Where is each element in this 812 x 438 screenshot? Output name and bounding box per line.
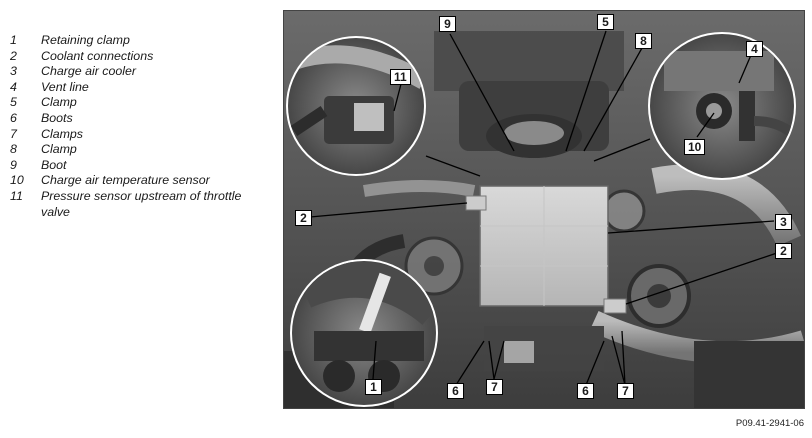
legend-row: 1 Retaining clamp xyxy=(10,33,270,49)
callout-2-left: 2 xyxy=(295,210,312,226)
legend-text: Vent line xyxy=(41,79,89,94)
figure-reference: P09.41-2941-06 xyxy=(735,418,804,429)
legend-row: 2 Coolant connections xyxy=(10,49,270,65)
legend-text: Retaining clamp xyxy=(41,33,130,47)
callout-10: 10 xyxy=(684,139,706,155)
legend-row: 9 Boot xyxy=(10,158,270,174)
legend-number: 3 xyxy=(10,64,17,79)
callout-11: 11 xyxy=(390,69,411,85)
legend-number: 5 xyxy=(10,95,17,110)
callout-2-right: 2 xyxy=(775,243,792,259)
legend-text: Boots xyxy=(41,110,73,125)
legend-text: Boot xyxy=(41,157,67,172)
legend-number: 4 xyxy=(10,79,17,94)
callout-6-left: 6 xyxy=(447,383,464,399)
legend-row: 5 Clamp xyxy=(10,95,270,111)
engine-photo: 9 5 8 4 11 10 2 3 2 1 6 7 6 7 xyxy=(283,10,805,409)
callout-8: 8 xyxy=(635,33,652,49)
legend-number: 9 xyxy=(10,157,17,172)
legend-text: Charge air cooler xyxy=(41,64,137,79)
legend-text: Charge air temperature sensor xyxy=(41,173,210,188)
callout-7-left: 7 xyxy=(486,379,503,395)
legend-number: 1 xyxy=(10,33,17,47)
legend-row: 6 Boots xyxy=(10,111,270,127)
legend-number: 2 xyxy=(10,48,17,63)
legend-text: Clamp xyxy=(41,95,77,110)
legend-text: Clamps xyxy=(41,126,83,141)
callout-5: 5 xyxy=(597,14,614,30)
callout-3: 3 xyxy=(775,214,792,230)
callout-6-right: 6 xyxy=(577,383,594,399)
callout-4: 4 xyxy=(746,41,763,57)
legend-number: 7 xyxy=(10,126,17,141)
legend-row: 8 Clamp xyxy=(10,142,270,158)
inset-pressure-sensor xyxy=(286,36,426,176)
engine-photo-drawing xyxy=(284,11,804,408)
leader-lines xyxy=(309,30,778,386)
legend-row: 3 Charge air cooler xyxy=(10,64,270,80)
legend-row: 11 Pressure sensor upstream of throttle v… xyxy=(10,189,270,220)
inset-retaining-clamp xyxy=(290,259,438,407)
legend-text: Coolant connections xyxy=(41,48,154,63)
legend-number: 10 xyxy=(10,173,24,188)
legend-row: 7 Clamps xyxy=(10,127,270,143)
callout-7-right: 7 xyxy=(617,383,634,399)
legend-text: Clamp xyxy=(41,142,77,157)
callout-9: 9 xyxy=(439,16,456,32)
callout-1: 1 xyxy=(365,379,382,395)
charge-air-cooler xyxy=(465,185,627,314)
legend-number: 6 xyxy=(10,110,17,125)
legend-number: 11 xyxy=(10,188,23,203)
legend-row: 10 Charge air temperature sensor xyxy=(10,173,270,189)
legend-row: 4 Vent line xyxy=(10,80,270,96)
legend-text: Pressure sensor upstream of throttle val… xyxy=(41,188,242,219)
legend-number: 8 xyxy=(10,142,17,157)
